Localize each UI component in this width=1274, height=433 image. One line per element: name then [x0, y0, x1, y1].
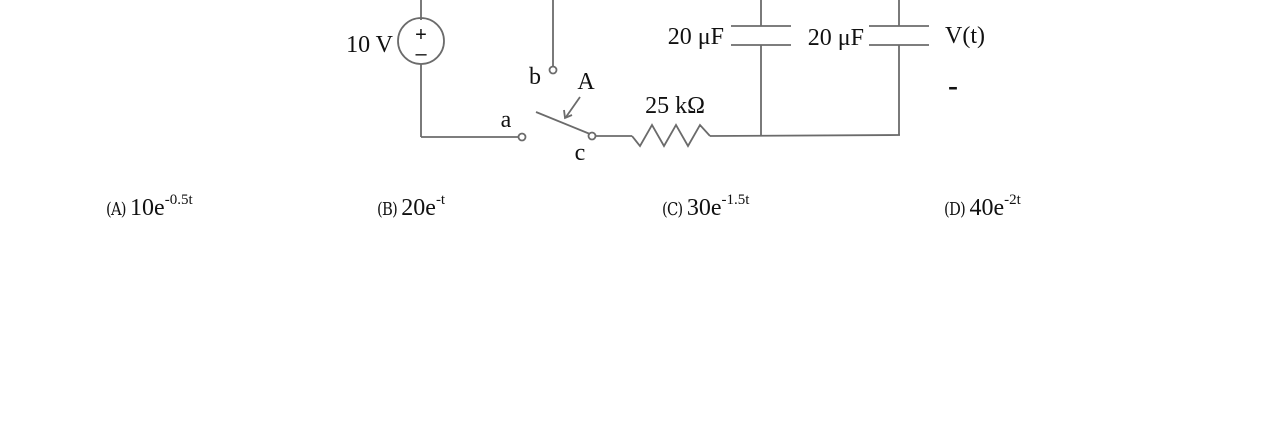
cap1-label: 20 μF — [668, 24, 724, 50]
choice-b-coefficient: 20e — [401, 195, 436, 221]
node-b-label: b — [529, 64, 541, 90]
switch-arrow-head — [563, 109, 573, 120]
choice-d-exponent: -2t — [1004, 192, 1021, 208]
switch-blade — [535, 111, 591, 135]
choice-b-tag: (B) — [377, 199, 398, 220]
switch-arrow-shaft — [565, 96, 581, 118]
cap2-label: 20 μF — [808, 25, 864, 51]
choice-c[interactable]: (C) 30e-1.5t — [662, 192, 749, 222]
choice-a-coefficient: 10e — [130, 195, 165, 221]
source-plus-sign: + — [415, 24, 427, 46]
choice-d-coefficient: 40e — [969, 195, 1005, 221]
switch-label: A — [577, 69, 595, 95]
choice-c-exponent: -1.5t — [721, 192, 750, 208]
node-a-terminal — [517, 132, 527, 142]
source-minus-sign: – — [415, 43, 427, 65]
node-c-terminal — [587, 131, 597, 141]
choice-a[interactable]: (A) 10e-0.5t — [106, 192, 193, 222]
bottom-rail-wire — [709, 134, 901, 137]
choice-c-coefficient: 30e — [686, 195, 722, 221]
resistor-label: 25 kΩ — [645, 93, 705, 119]
output-voltage-label: V(t) — [945, 23, 985, 49]
source-voltage-label: 10 V — [346, 32, 394, 58]
choice-c-tag: (C) — [662, 199, 683, 220]
choice-d-tag: (D) — [944, 199, 966, 220]
choice-b-exponent: -t — [435, 192, 446, 208]
node-b-terminal — [548, 65, 558, 75]
choice-d[interactable]: (D) 40e-2t — [944, 192, 1021, 222]
node-a-label: a — [501, 107, 512, 133]
choice-b[interactable]: (B) 20e-t — [377, 192, 445, 222]
output-minus-sign: - — [948, 69, 958, 102]
node-c-label: c — [575, 140, 586, 166]
choice-a-tag: (A) — [106, 199, 127, 220]
resistor — [631, 123, 711, 148]
choice-a-exponent: -0.5t — [164, 192, 193, 208]
